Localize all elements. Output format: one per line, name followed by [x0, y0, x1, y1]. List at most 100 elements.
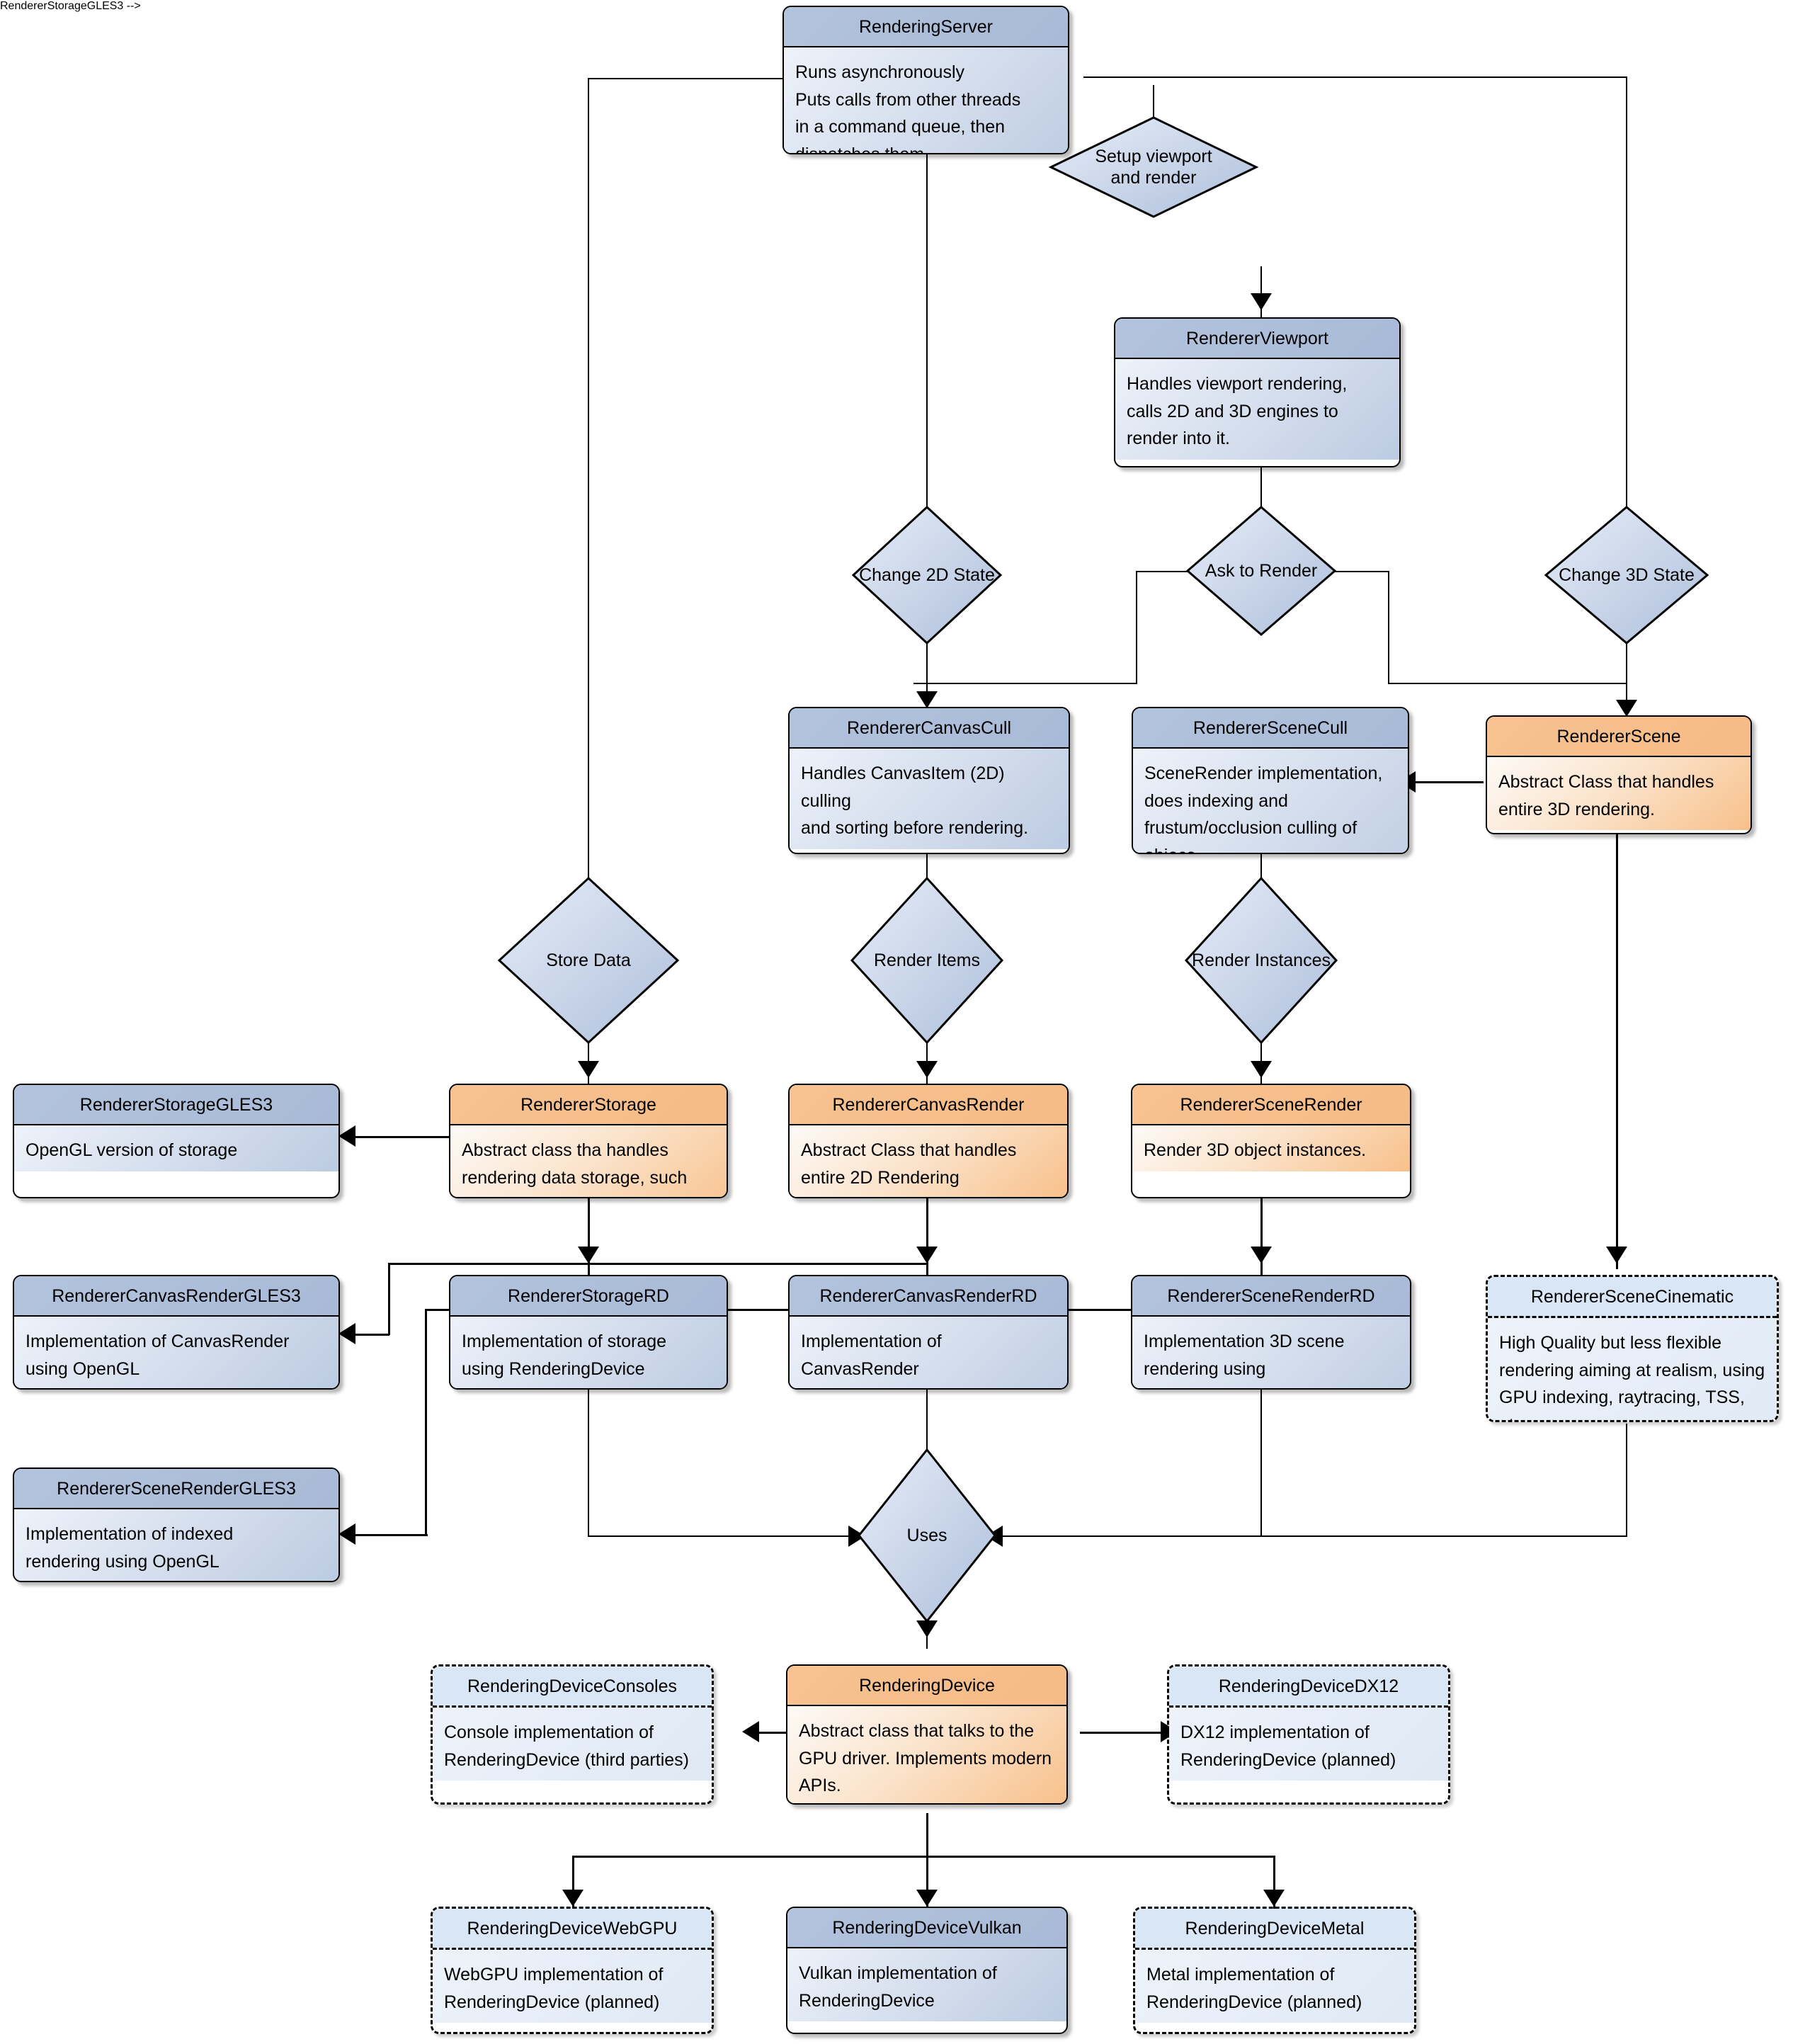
node-renderer-canvas-render-rd[interactable]: RendererCanvasRenderRD Implementation of… [788, 1275, 1069, 1390]
edge-ask-left-v [1136, 571, 1137, 684]
edge-canvasrender-to-gles3 [348, 1334, 389, 1336]
node-body: WebGPU implementation of RenderingDevice… [433, 1949, 712, 2023]
decision-label: Render Items [873, 950, 981, 970]
node-rendering-device-vulkan[interactable]: RenderingDeviceVulkan Vulkan implementat… [786, 1907, 1068, 2034]
node-renderer-scene-cinematic[interactable]: RendererSceneCinematic High Quality but … [1486, 1275, 1779, 1422]
node-rendering-device-webgpu[interactable]: RenderingDeviceWebGPU WebGPU implementat… [431, 1907, 714, 2034]
node-rendering-device-consoles[interactable]: RenderingDeviceConsoles Console implemen… [431, 1664, 714, 1805]
edge-ask-right-h2 [1388, 683, 1626, 684]
arrowhead [1606, 1247, 1627, 1264]
edge-cinematic-to-uses-v [1626, 1424, 1627, 1537]
node-renderer-scene-render[interactable]: RendererSceneRender Render 3D object ins… [1131, 1084, 1411, 1198]
edge-cinematic-to-uses-h [996, 1535, 1627, 1537]
node-rendering-device-dx12[interactable]: RenderingDeviceDX12 DX12 implementation … [1167, 1664, 1450, 1805]
edge-canvasrenderrd-to-uses [926, 1390, 928, 1497]
arrowhead [338, 1323, 355, 1344]
decision-label: Uses [906, 1526, 947, 1545]
node-rendering-device[interactable]: RenderingDevice Abstract class that talk… [786, 1664, 1068, 1805]
edge-server-right-bus [1083, 76, 1627, 78]
edge-server-left-bus [588, 78, 864, 79]
node-title: RenderingServer [784, 7, 1068, 47]
node-title: RenderingDeviceConsoles [433, 1667, 712, 1708]
arrowhead [578, 1247, 599, 1264]
edge-storedata-to-storage [588, 1017, 589, 1088]
arrowhead [916, 1890, 938, 1907]
node-title: RendererSceneCinematic [1488, 1277, 1777, 1318]
node-title: RendererCanvasRender [790, 1085, 1067, 1125]
edge-canvasrender-bus-v [388, 1263, 390, 1335]
edge-scenerender-to-rd [1260, 1198, 1263, 1282]
decision-label: Change 3D State [1559, 565, 1695, 585]
edge-device-to-vulkan [926, 1856, 928, 1914]
node-title: RendererStorageRD [450, 1276, 727, 1317]
edge-scenerenderrd-to-uses-v [1260, 1390, 1262, 1537]
edge-storagerd-to-uses-h [588, 1535, 860, 1537]
edge-device-to-dx12 [1080, 1732, 1166, 1734]
node-rendering-device-metal[interactable]: RenderingDeviceMetal Metal implementatio… [1133, 1907, 1416, 2034]
edge-renderinstances-to-scenerender [1260, 1017, 1262, 1088]
node-body: Implementation of CanvasRender using Ren… [790, 1316, 1067, 1388]
node-body: Implementation of indexed rendering usin… [14, 1509, 338, 1581]
node-renderer-storage-rd[interactable]: RendererStorageRD Implementation of stor… [449, 1275, 728, 1390]
decision-label: Change 2D State [859, 565, 995, 585]
decision-label: Render Instances [1192, 950, 1331, 970]
edge-setup-to-viewport [1260, 266, 1262, 317]
node-renderer-scene-cull[interactable]: RendererSceneCull SceneRender implementa… [1132, 707, 1409, 854]
edge-change2d-to-canvascull [926, 620, 928, 707]
node-body: Abstract Class that handles entire 2D Re… [790, 1125, 1067, 1197]
edge-scene-to-cinematic [1616, 834, 1618, 1269]
edge-canvasrender-bus-h [388, 1263, 928, 1265]
node-body: Implementation of CanvasRender using Ope… [14, 1316, 338, 1388]
arrowhead [1616, 700, 1637, 717]
node-body: Abstract Class that handles entire 3D re… [1487, 756, 1751, 831]
arrowhead [916, 1620, 938, 1637]
edge-device-to-metal [1273, 1856, 1275, 1914]
node-body: Handles viewport rendering, calls 2D and… [1115, 358, 1399, 460]
node-renderer-viewport[interactable]: RendererViewport Handles viewport render… [1114, 317, 1401, 467]
arrowhead [916, 691, 938, 708]
node-body: Vulkan implementation of RenderingDevice [787, 1948, 1066, 2022]
node-title: RendererStorage [450, 1085, 727, 1125]
arrowhead [578, 1061, 599, 1078]
node-body: Abstract class that talks to the GPU dri… [787, 1705, 1066, 1803]
node-title: RendererCanvasRenderGLES3 [14, 1276, 338, 1317]
node-renderer-canvas-render-gles3[interactable]: RendererCanvasRenderGLES3 Implementation… [13, 1275, 340, 1390]
node-body: Implementation 3D scene rendering using … [1132, 1316, 1410, 1388]
edge-device-bus-v [926, 1813, 928, 1857]
edge-renderitems-to-canvasrender [926, 1017, 928, 1088]
decision-label: Setup viewport and render [1061, 146, 1246, 188]
edge-scene-to-scenecull [1413, 781, 1484, 783]
node-body: Abstract class tha handles rendering dat… [450, 1125, 727, 1197]
arrowhead [338, 1523, 355, 1545]
decision-label: Ask to Render [1205, 561, 1318, 581]
node-renderer-canvas-cull[interactable]: RendererCanvasCull Handles CanvasItem (2… [788, 707, 1070, 854]
node-body: DX12 implementation of RenderingDevice (… [1169, 1707, 1448, 1781]
node-title: RendererSceneRender [1132, 1085, 1410, 1125]
node-title: RenderingDeviceMetal [1135, 1909, 1414, 1950]
arrowhead [916, 1247, 938, 1264]
node-renderer-storage[interactable]: RendererStorage Abstract class tha handl… [449, 1084, 728, 1198]
node-body: Render 3D object instances. [1132, 1125, 1410, 1171]
node-body: High Quality but less flexible rendering… [1488, 1317, 1777, 1420]
node-body: Handles CanvasItem (2D) culling and sort… [790, 748, 1069, 849]
node-renderer-storage-gles3[interactable]: RendererStorageGLES3 OpenGL version of s… [13, 1084, 340, 1198]
decision-label: Store Data [546, 950, 631, 970]
arrowhead [1251, 1247, 1272, 1264]
node-renderer-scene-render-gles3[interactable]: RendererSceneRenderGLES3 Implementation … [13, 1467, 340, 1582]
edge-device-bus-h [572, 1856, 1275, 1858]
arrowhead [338, 1125, 355, 1147]
edge-change3d-to-scene [1626, 620, 1627, 715]
node-renderer-scene[interactable]: RendererScene Abstract Class that handle… [1486, 715, 1752, 834]
node-renderer-canvas-render[interactable]: RendererCanvasRender Abstract Class that… [788, 1084, 1069, 1198]
node-rendering-server[interactable]: RenderingServer Runs asynchronously Puts… [782, 6, 1069, 154]
edge-server-to-change-2d [926, 78, 928, 554]
node-body: Implementation of storage using Renderin… [450, 1316, 727, 1388]
edge-storagerd-to-uses-v [588, 1390, 589, 1537]
arrowhead [562, 1890, 584, 1907]
node-title: RendererCanvasRenderRD [790, 1276, 1067, 1317]
edge-server-to-change-3d [1626, 76, 1627, 554]
decision-label-line2: and render [1110, 168, 1197, 188]
arrowhead [1251, 293, 1272, 310]
node-renderer-scene-render-rd[interactable]: RendererSceneRenderRD Implementation 3D … [1131, 1275, 1411, 1390]
